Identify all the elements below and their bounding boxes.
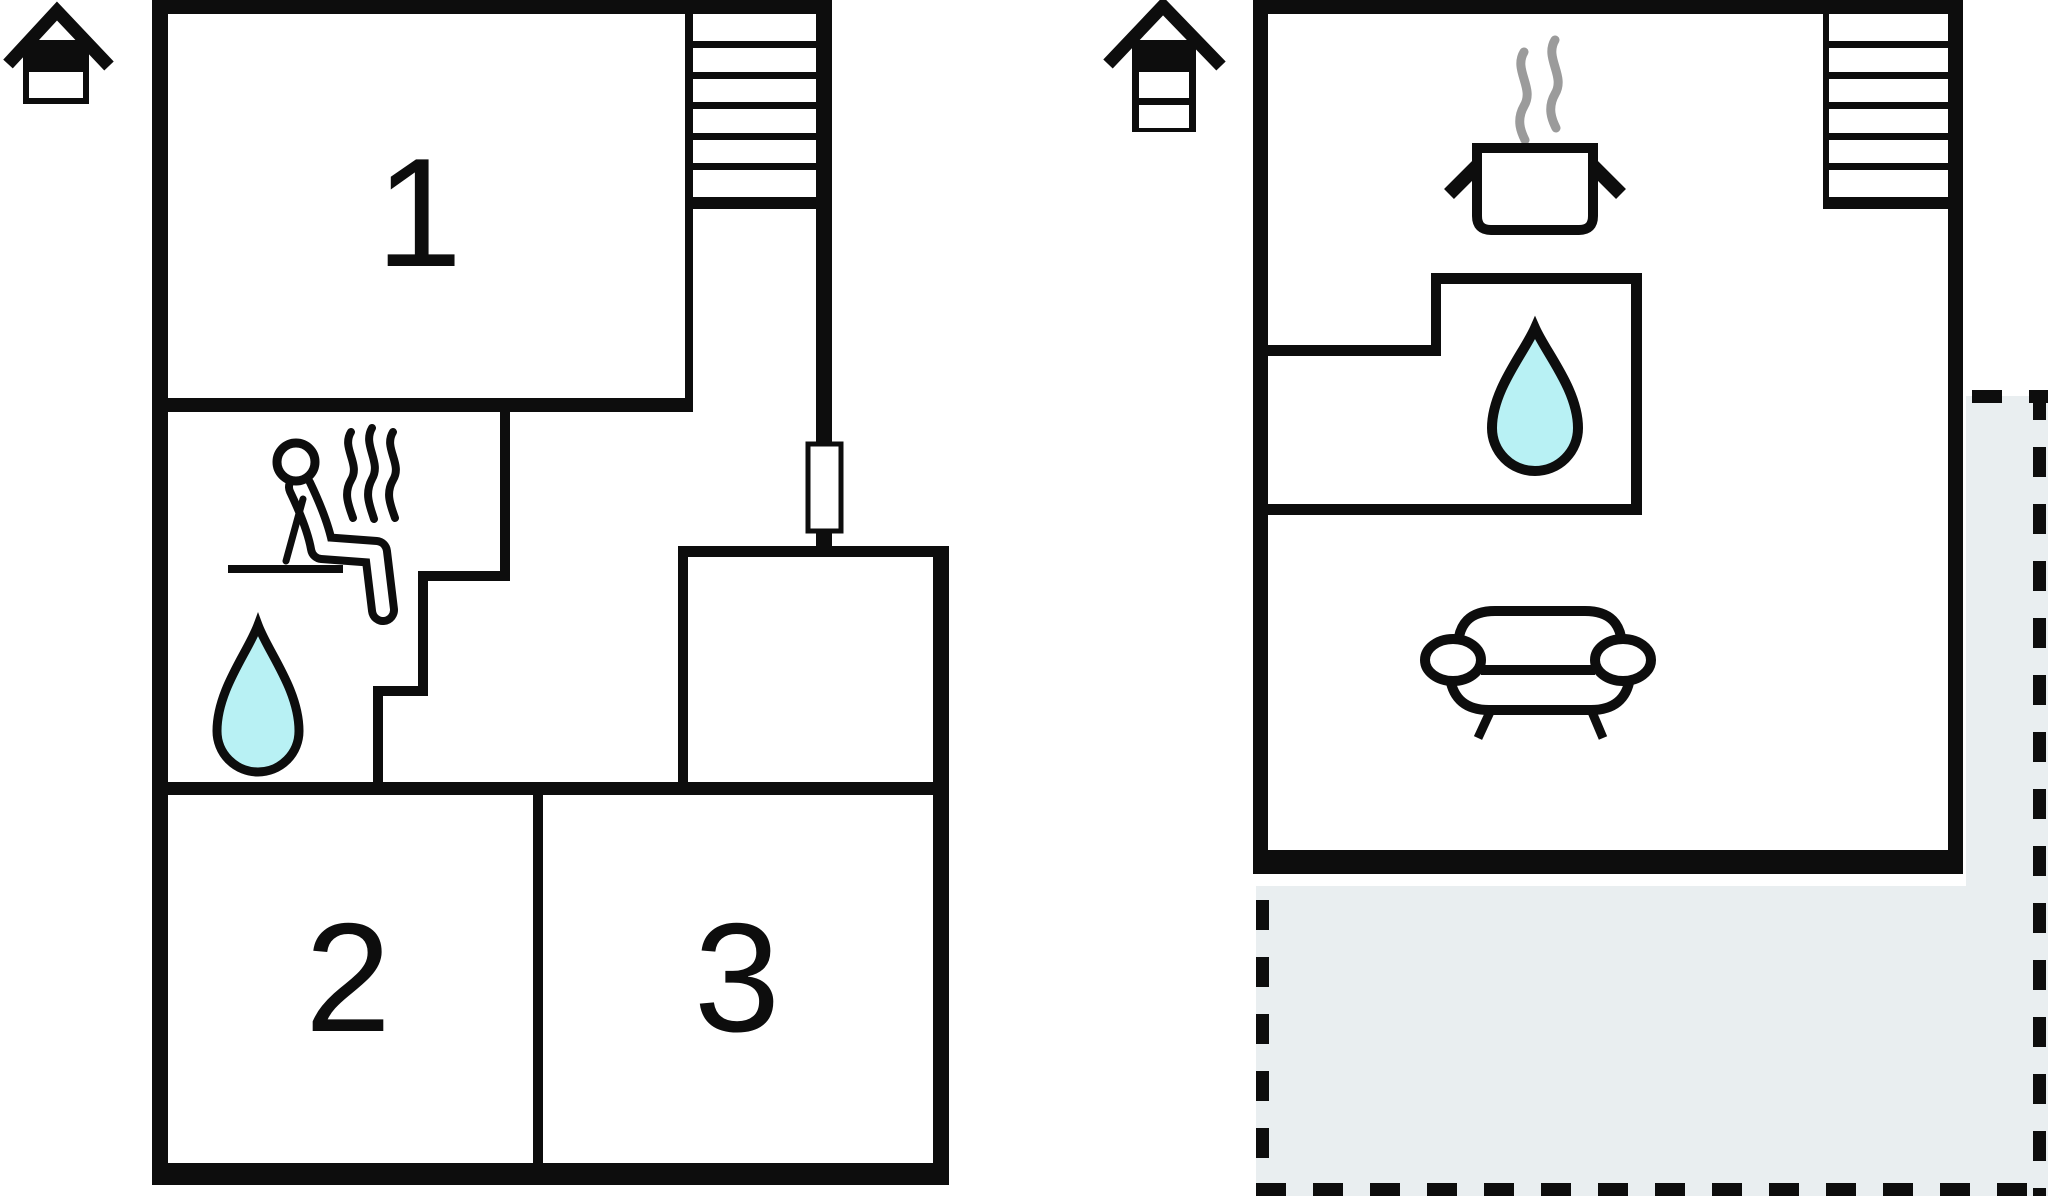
stairs-bottom-wall xyxy=(1823,197,1963,209)
stair-tread-line xyxy=(1829,102,1948,109)
rooms23-divider-wall xyxy=(533,795,543,1163)
sauna-person-head xyxy=(272,438,320,486)
stair-tread-line xyxy=(693,163,816,170)
house-level-icon xyxy=(3,1,114,104)
terrace-bottom-strip xyxy=(1256,886,2048,1196)
left-plan-wall-east-stub xyxy=(816,531,832,549)
door-marker xyxy=(805,441,844,534)
sofa-back xyxy=(1453,606,1627,670)
stairs-bottom-wall xyxy=(685,197,832,209)
sauna-person-arm xyxy=(282,495,307,565)
sofa-leg-right xyxy=(1587,710,1608,740)
bathroom-connector-wall xyxy=(1431,273,1441,356)
water-drop-icon xyxy=(1486,315,1584,476)
left-plan-wall-south xyxy=(152,1163,949,1185)
right-floor-plan xyxy=(1253,0,1963,874)
right-plan-wall-west xyxy=(1253,0,1268,874)
sofa-leg-left xyxy=(1473,710,1495,740)
sofa-icon xyxy=(1420,606,1656,740)
sofa-armrest-left xyxy=(1420,634,1486,686)
stair-tread-line xyxy=(693,133,816,140)
bathroom-south-wall xyxy=(1268,504,1642,515)
small-room-north-wall xyxy=(678,546,949,557)
room-label-1: 1 xyxy=(376,126,462,299)
sauna-stepped-wall xyxy=(373,400,510,789)
room1-south-wall xyxy=(168,398,693,412)
small-room-west-wall xyxy=(678,546,688,795)
room-label-2: 2 xyxy=(305,891,391,1064)
right-plan-wall-north xyxy=(1253,0,1963,14)
bathroom-notch-wall xyxy=(1268,345,1441,356)
bathroom-east-wall xyxy=(1631,273,1642,515)
room-label-3: 3 xyxy=(694,891,780,1064)
stairs-icon xyxy=(685,41,832,209)
cooking-pot-icon xyxy=(1444,35,1626,235)
house-lower-level xyxy=(1139,105,1189,128)
stair-tread-line xyxy=(693,102,816,109)
stairs-icon xyxy=(1823,14,1963,209)
water-drop-icon xyxy=(212,612,304,777)
stair-tread-line xyxy=(693,41,816,48)
sauna-icon xyxy=(228,424,400,625)
house-roof-icon xyxy=(1103,0,1226,71)
left-plan-wall-north xyxy=(152,0,832,14)
bathroom-north-wall xyxy=(1431,273,1642,284)
house-middle-level xyxy=(1139,72,1189,98)
bathroom-walls xyxy=(1268,273,1642,515)
stair-tread-line xyxy=(1829,41,1948,48)
steam-icon xyxy=(1515,35,1563,145)
steam-icon xyxy=(343,424,400,523)
sofa-front xyxy=(1445,676,1635,715)
house-lower-level xyxy=(29,72,83,98)
left-plan-wall-east-lower xyxy=(933,546,949,1185)
stair-tread-line xyxy=(1829,163,1948,170)
house-level-icon xyxy=(1103,0,1226,132)
rooms23-north-wall xyxy=(152,782,949,795)
stair-tread-line xyxy=(693,72,816,79)
left-floor-plan: 1 2 3 xyxy=(152,0,949,1185)
right-plan-wall-south xyxy=(1253,850,1963,874)
right-plan-wall-east xyxy=(1948,0,1963,874)
left-plan-wall-east-upper xyxy=(816,0,832,444)
stairs-left-border xyxy=(1823,14,1829,209)
room1-stairs-divider xyxy=(685,14,693,407)
stair-tread-line xyxy=(1829,72,1948,79)
pot-body xyxy=(1472,143,1598,235)
left-plan-wall-west xyxy=(152,0,168,1185)
terrace-area xyxy=(1256,390,2048,1196)
sofa-armrest-right xyxy=(1590,634,1656,686)
stair-tread-line xyxy=(1829,133,1948,140)
